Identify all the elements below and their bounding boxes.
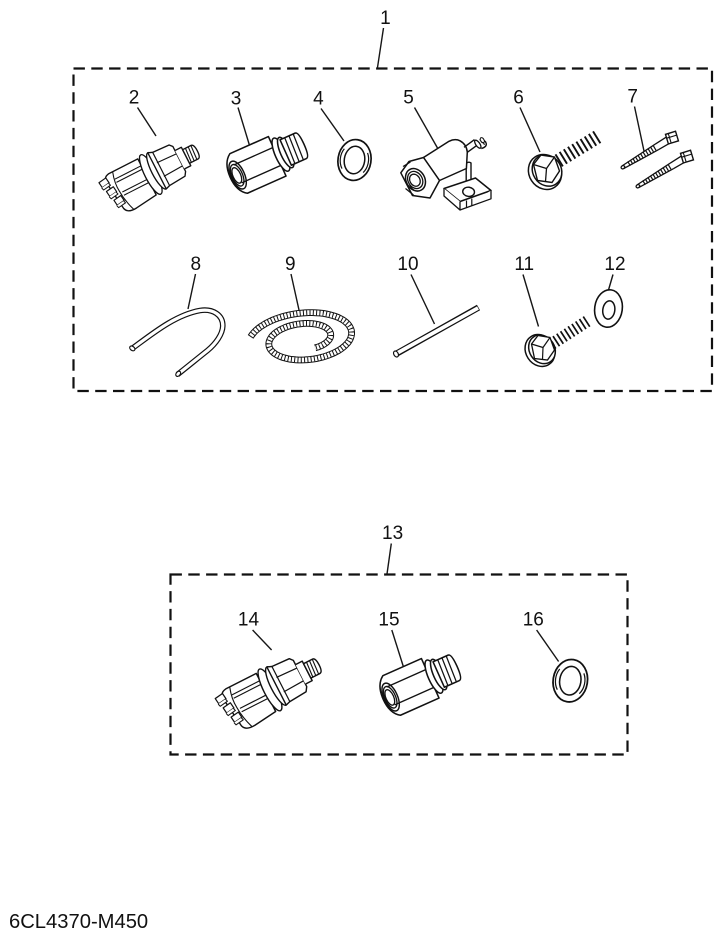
svg-text:2: 2	[129, 88, 140, 109]
svg-text:7: 7	[627, 87, 638, 108]
svg-text:5: 5	[403, 88, 414, 109]
svg-text:3: 3	[231, 89, 242, 110]
svg-text:1: 1	[380, 8, 391, 29]
svg-text:13: 13	[382, 523, 403, 544]
svg-text:12: 12	[604, 254, 625, 275]
svg-text:9: 9	[285, 254, 296, 275]
svg-text:16: 16	[523, 610, 544, 631]
svg-text:11: 11	[514, 254, 534, 275]
svg-text:10: 10	[397, 254, 418, 275]
svg-text:6CL4370-M450: 6CL4370-M450	[9, 911, 148, 933]
svg-text:8: 8	[191, 254, 202, 275]
svg-text:6: 6	[513, 88, 524, 109]
svg-text:4: 4	[313, 89, 324, 110]
svg-text:14: 14	[238, 610, 260, 631]
svg-text:15: 15	[378, 610, 399, 631]
